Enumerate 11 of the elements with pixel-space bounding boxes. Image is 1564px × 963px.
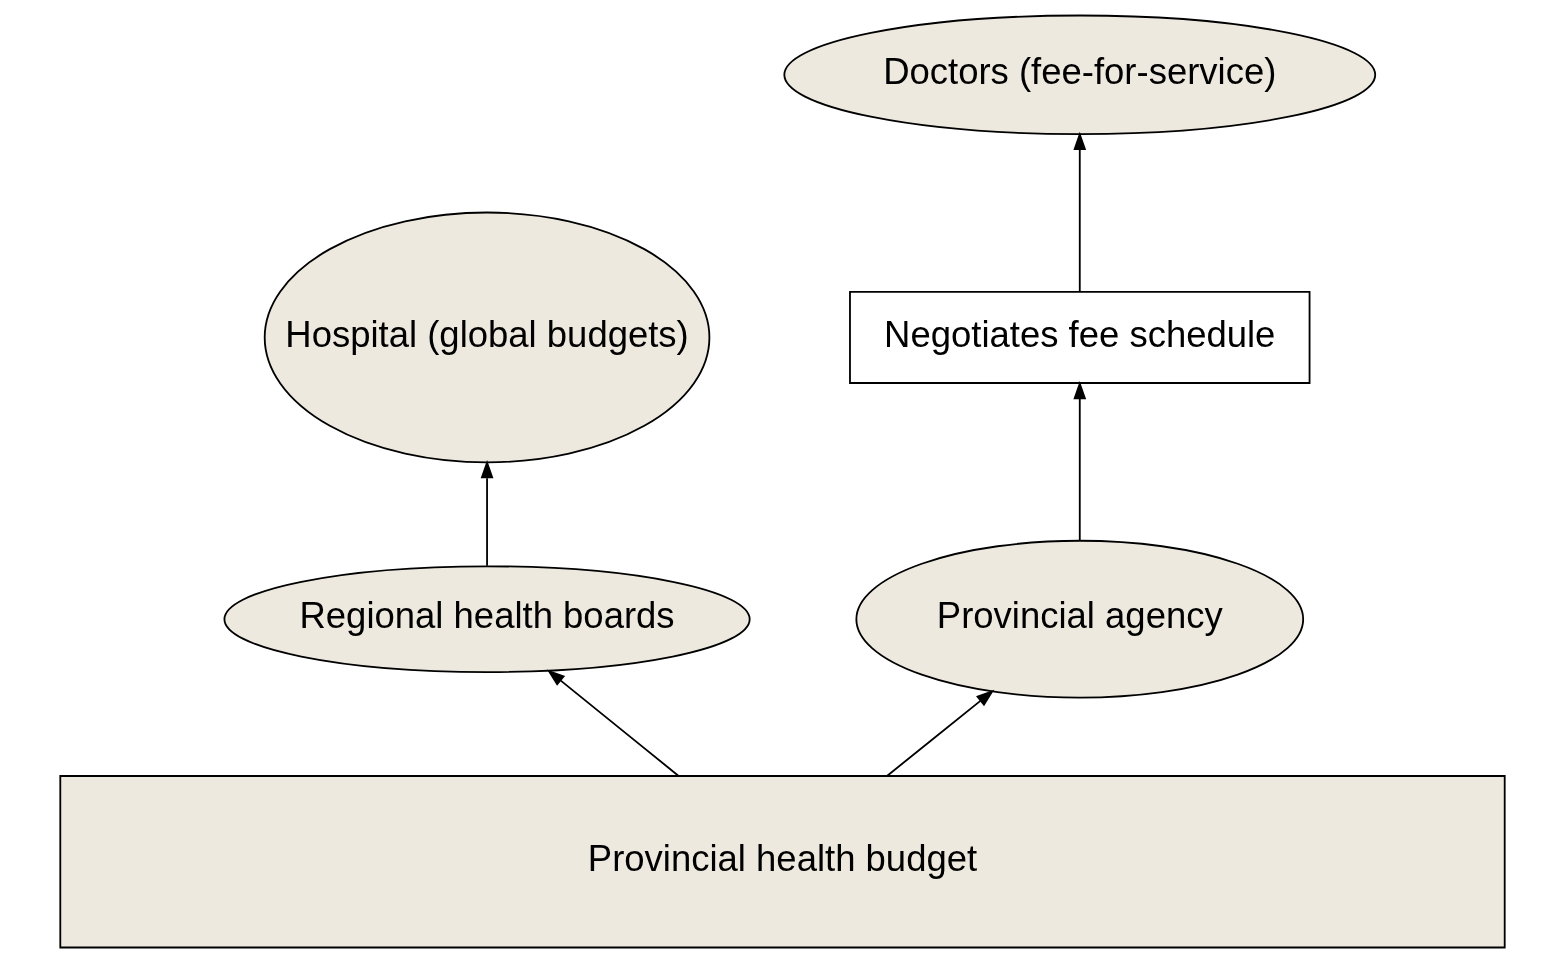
arrow xyxy=(546,669,679,777)
node-box: Negotiates fee schedule xyxy=(848,290,1310,384)
arrow xyxy=(1072,380,1086,542)
node-ellipse: Regional health boards xyxy=(223,565,751,673)
arrow xyxy=(1072,131,1086,293)
node-box: Provincial health budget xyxy=(58,775,1506,949)
node-ellipse: Hospital (global budgets) xyxy=(263,211,710,464)
node-ellipse: Doctors (fee-for-service) xyxy=(782,14,1376,135)
node-ellipse: Provincial agency xyxy=(854,539,1304,699)
arrow xyxy=(480,460,493,567)
arrow xyxy=(885,689,994,777)
